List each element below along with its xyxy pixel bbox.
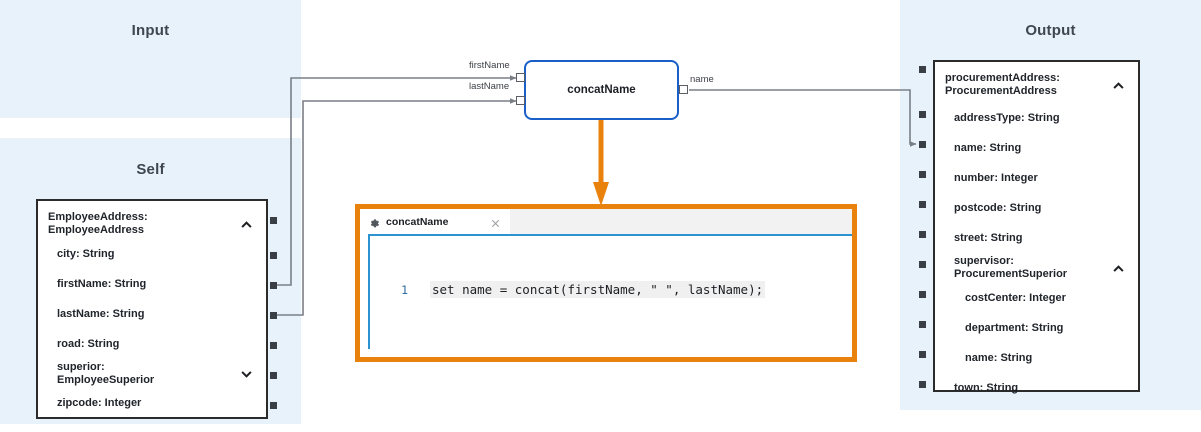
self-field-superior[interactable]: superior: EmployeeSuperior: [38, 360, 266, 388]
field-label: firstName: String: [57, 277, 147, 290]
output-field-supervisor-name[interactable]: name: String: [935, 350, 1138, 366]
self-field-lastname[interactable]: lastName: String: [38, 306, 266, 322]
output-port-number[interactable]: [919, 171, 926, 178]
output-pane-title: Output: [1025, 22, 1076, 39]
editor-tab-label: concatName: [386, 215, 449, 228]
field-label: town: String: [954, 381, 1019, 394]
output-port-addresstype[interactable]: [919, 111, 926, 118]
field-label: postcode: String: [954, 201, 1042, 214]
input-pane: [0, 0, 301, 118]
output-port-street[interactable]: [919, 231, 926, 238]
field-label: lastName: String: [57, 307, 145, 320]
output-port-town[interactable]: [919, 381, 926, 388]
output-structure-box: procurementAddress: ProcurementAddress a…: [933, 60, 1140, 394]
output-field-number[interactable]: number: Integer: [935, 170, 1138, 186]
output-field-addresstype[interactable]: addressType: String: [935, 110, 1138, 126]
field-label: street: String: [954, 231, 1023, 244]
code-text: set name = concat(firstName, " ", lastNa…: [430, 281, 766, 298]
output-port-costcenter[interactable]: [919, 291, 926, 298]
node-input-label-lastname: lastName: [469, 81, 510, 92]
output-port-header[interactable]: [919, 66, 926, 73]
code-editor-panel: concatName 1 set name = concat(firstName…: [355, 204, 857, 362]
self-port-road[interactable]: [270, 342, 277, 349]
field-label: number: Integer: [954, 171, 1038, 184]
editor-top-accent: [368, 234, 852, 236]
node-input-label-firstname: firstName: [469, 60, 510, 71]
field-label: city: String: [57, 247, 115, 260]
output-field-department[interactable]: department: String: [935, 320, 1138, 336]
code-line-1: 1 set name = concat(firstName, " ", last…: [370, 281, 852, 298]
field-label: road: String: [57, 337, 120, 350]
self-port-superior[interactable]: [270, 372, 277, 379]
input-pane-title: Input: [131, 22, 170, 39]
self-header-label: EmployeeAddress: EmployeeAddress: [48, 211, 148, 236]
wire-name-out: [689, 89, 917, 147]
node-output-label-name: name: [690, 74, 714, 85]
field-label: addressType: String: [954, 111, 1060, 124]
code-area[interactable]: 1 set name = concat(firstName, " ", last…: [370, 236, 852, 357]
editor-body[interactable]: 1 set name = concat(firstName, " ", last…: [360, 234, 852, 357]
editor-tab-concatname[interactable]: concatName: [360, 209, 510, 234]
field-label: supervisor: ProcurementSuperior: [954, 255, 1068, 280]
chevron-up-icon[interactable]: [1113, 80, 1124, 91]
output-header-row[interactable]: procurementAddress: ProcurementAddress: [935, 68, 1138, 102]
self-field-zipcode[interactable]: zipcode: Integer: [38, 395, 266, 411]
output-field-costcenter[interactable]: costCenter: Integer: [935, 290, 1138, 306]
output-field-street[interactable]: street: String: [935, 230, 1138, 246]
self-port-header[interactable]: [270, 217, 277, 224]
node-input-pin-firstname[interactable]: [516, 73, 525, 82]
self-port-firstname[interactable]: [270, 282, 277, 289]
field-label: department: String: [965, 321, 1064, 334]
editor-left-accent: [368, 234, 370, 349]
field-label: name: String: [965, 351, 1033, 364]
output-port-department[interactable]: [919, 321, 926, 328]
line-number: 1: [401, 283, 408, 297]
gear-icon: [369, 216, 380, 228]
field-label: superior: EmployeeSuperior: [57, 361, 155, 386]
field-label: costCenter: Integer: [965, 291, 1066, 304]
output-header-label: procurementAddress: ProcurementAddress: [945, 72, 1060, 97]
self-pane-title: Self: [136, 161, 165, 178]
node-to-editor-arrow: [593, 118, 609, 206]
output-port-postcode[interactable]: [919, 201, 926, 208]
self-port-lastname[interactable]: [270, 312, 277, 319]
editor-tab-bar: concatName: [360, 209, 852, 234]
node-input-pin-lastname[interactable]: [516, 96, 525, 105]
field-label: zipcode: Integer: [57, 396, 142, 409]
field-label: name: String: [954, 141, 1022, 154]
chevron-up-icon[interactable]: [1113, 263, 1124, 274]
output-port-supervisor[interactable]: [919, 261, 926, 268]
chevron-up-icon[interactable]: [241, 219, 252, 230]
self-header-row[interactable]: EmployeeAddress: EmployeeAddress: [38, 207, 266, 241]
self-port-zipcode[interactable]: [270, 402, 277, 409]
output-port-name[interactable]: [919, 141, 926, 148]
close-icon[interactable]: [490, 216, 501, 228]
self-field-road[interactable]: road: String: [38, 336, 266, 352]
output-field-postcode[interactable]: postcode: String: [935, 200, 1138, 216]
output-field-town[interactable]: town: String: [935, 380, 1138, 396]
output-field-supervisor[interactable]: supervisor: ProcurementSuperior: [935, 254, 1138, 282]
self-structure-box: EmployeeAddress: EmployeeAddress city: S…: [36, 199, 268, 419]
chevron-down-icon[interactable]: [241, 369, 252, 380]
output-field-name[interactable]: name: String: [935, 140, 1138, 156]
function-node-title: concatName: [567, 84, 636, 96]
node-output-pin-name[interactable]: [679, 85, 688, 94]
function-node-concatname[interactable]: concatName: [524, 60, 679, 120]
output-port-supervisor-name[interactable]: [919, 351, 926, 358]
self-field-firstname[interactable]: firstName: String: [38, 276, 266, 292]
self-field-city[interactable]: city: String: [38, 246, 266, 262]
self-port-city[interactable]: [270, 252, 277, 259]
